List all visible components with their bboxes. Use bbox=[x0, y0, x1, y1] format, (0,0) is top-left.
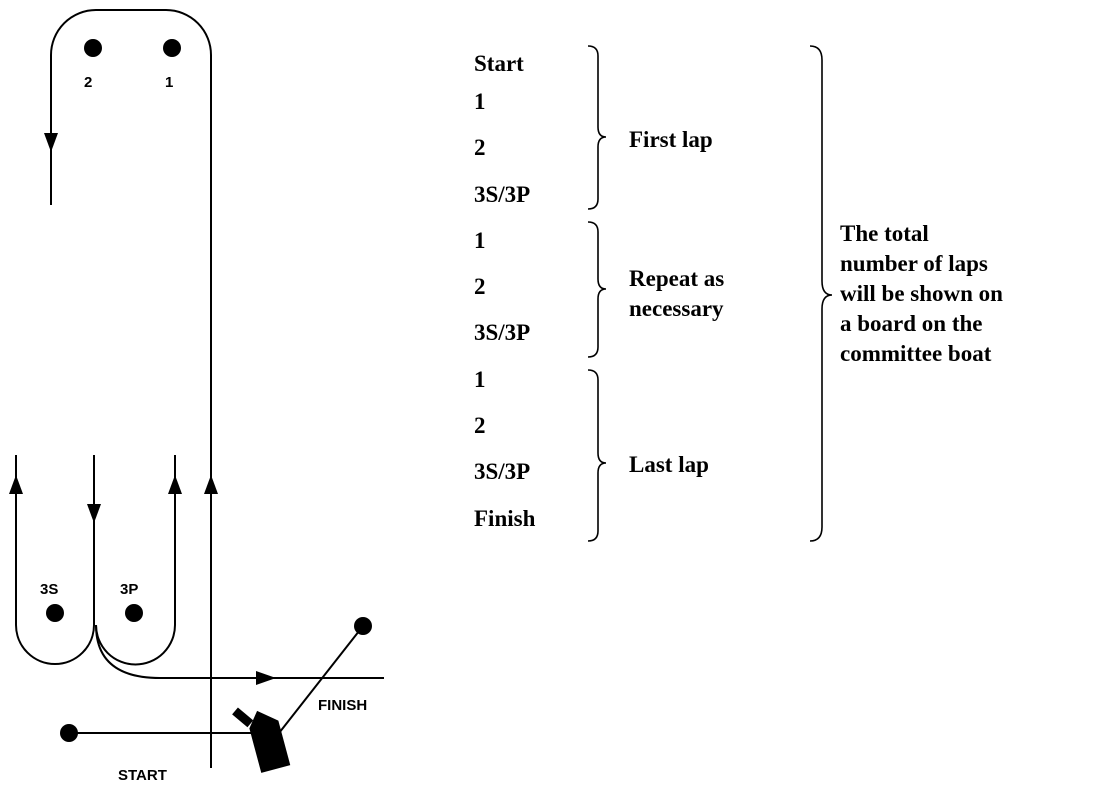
committee-boat-icon bbox=[232, 707, 291, 773]
mark-3p bbox=[125, 604, 143, 622]
last-lap-brace bbox=[587, 369, 607, 542]
mark-label-3s: 3S bbox=[40, 581, 58, 598]
sequence-item: 2 bbox=[474, 135, 486, 160]
sequence-item: 3S/3P bbox=[474, 182, 531, 207]
sequence-item: 2 bbox=[474, 274, 486, 299]
gate-3s-loop bbox=[15, 455, 95, 665]
note-line: The total bbox=[840, 221, 929, 246]
arrow-up-icon bbox=[204, 475, 218, 494]
upper-course-loop bbox=[50, 9, 212, 768]
note-line: committee boat bbox=[840, 341, 992, 366]
first-lap-brace bbox=[587, 45, 607, 210]
gate-3p-loop bbox=[95, 455, 176, 666]
finish-label: FINISH bbox=[318, 697, 367, 714]
sequence-item: 3S/3P bbox=[474, 320, 531, 345]
arrow-up-icon bbox=[168, 475, 182, 494]
repeat-label-line-2: necessary bbox=[629, 296, 724, 321]
note-line: a board on the bbox=[840, 311, 983, 336]
mark-label-2: 2 bbox=[84, 74, 92, 91]
sequence-item: 2 bbox=[474, 413, 486, 438]
note-line: will be shown on bbox=[840, 281, 1003, 306]
start-pin-mark bbox=[60, 724, 78, 742]
mark-label-1: 1 bbox=[165, 74, 173, 91]
total-laps-brace bbox=[809, 45, 833, 542]
finish-line bbox=[271, 625, 364, 743]
arrow-down-icon bbox=[44, 133, 58, 152]
arrow-up-icon bbox=[9, 475, 23, 494]
finish-pin-mark bbox=[354, 617, 372, 635]
repeat-label-line-1: Repeat as bbox=[629, 266, 725, 291]
sequence-item: 1 bbox=[474, 89, 486, 114]
mark-1 bbox=[163, 39, 181, 57]
mark-2 bbox=[84, 39, 102, 57]
arrow-down-icon bbox=[87, 504, 101, 523]
start-label: START bbox=[118, 767, 167, 784]
arrow-right-icon bbox=[256, 671, 276, 685]
mark-3s bbox=[46, 604, 64, 622]
sequence-item: Finish bbox=[474, 506, 536, 531]
first-lap-label: First lap bbox=[629, 127, 713, 152]
repeat-brace bbox=[587, 221, 607, 358]
sequence-item: Start bbox=[474, 51, 524, 76]
sequence-item: 3S/3P bbox=[474, 459, 531, 484]
mark-label-3p: 3P bbox=[120, 581, 138, 598]
total-laps-note: The total number of laps will be shown o… bbox=[840, 219, 1003, 369]
sequence-item: 1 bbox=[474, 367, 486, 392]
finish-approach-line bbox=[95, 624, 384, 679]
sequence-item: 1 bbox=[474, 228, 486, 253]
last-lap-label: Last lap bbox=[629, 452, 709, 477]
note-line: number of laps bbox=[840, 251, 988, 276]
